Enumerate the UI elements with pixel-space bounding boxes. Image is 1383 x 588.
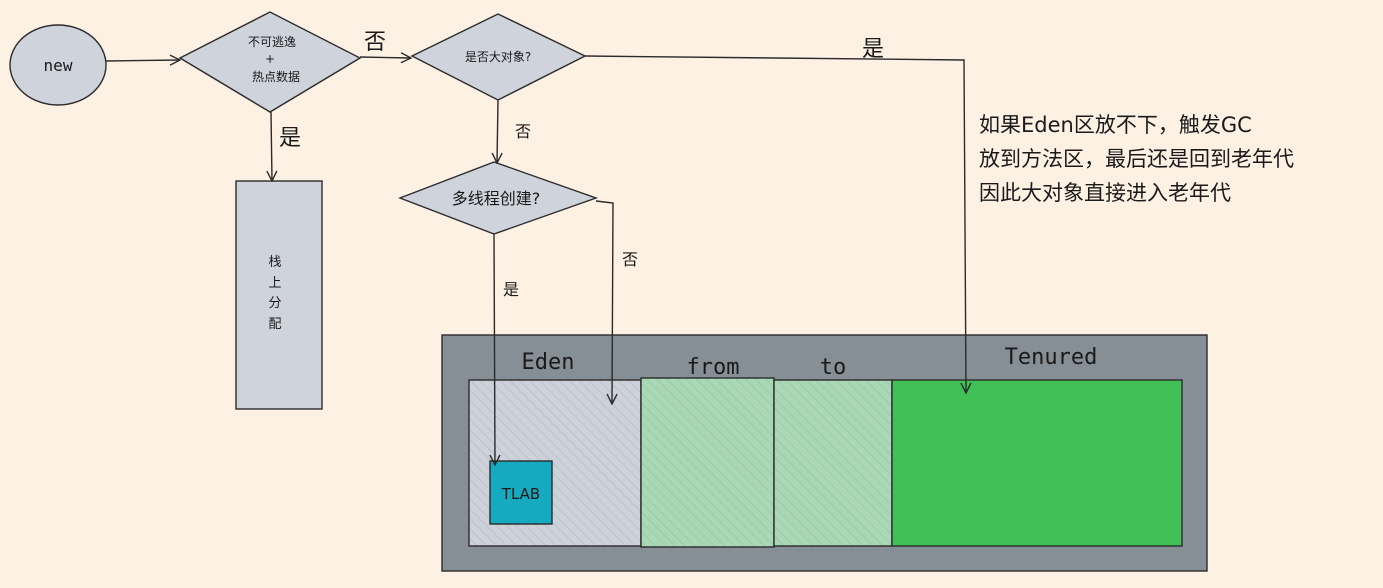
edge-large-yes — [584, 55, 966, 393]
note-line-2: 放到方法区，最后还是回到老年代 — [979, 147, 1294, 171]
escape-check-line1: 不可逃逸 — [248, 35, 296, 49]
edge-large-no — [497, 99, 498, 163]
edge-multithread-no — [595, 200, 613, 404]
to-region — [773, 379, 893, 547]
stack-alloc-char-1: 栈 — [268, 255, 281, 270]
edge-label-multithread-yes: 是 — [503, 280, 519, 299]
from-region — [640, 377, 775, 548]
edge-new-to-escape — [105, 60, 180, 61]
note-line-1: 如果Eden区放不下，触发GC — [979, 113, 1252, 137]
edge-label-multithread-no: 否 — [622, 250, 638, 269]
tlab-box — [489, 460, 553, 525]
stack-alloc-box — [235, 180, 323, 410]
edge-label-escape-no: 否 — [364, 30, 386, 55]
edge-label-large-yes: 是 — [862, 37, 884, 62]
to-label: to — [820, 355, 847, 380]
eden-label: Eden — [522, 350, 575, 375]
tenured-label: Tenured — [1005, 345, 1098, 370]
note-line-3: 因此大对象直接进入老年代 — [979, 181, 1231, 205]
stack-alloc-char-2: 上 — [268, 276, 281, 291]
escape-check-line2: + — [265, 52, 275, 66]
edge-label-large-no: 否 — [515, 122, 531, 141]
multithread-label: 多线程创建? — [452, 189, 541, 208]
start-node — [9, 24, 107, 106]
edge-multithread-yes — [494, 233, 495, 465]
tenured-region — [891, 379, 1183, 547]
from-label: from — [687, 355, 740, 380]
escape-check-diamond — [178, 11, 362, 113]
start-node-label: new — [44, 56, 73, 75]
edge-escape-no — [359, 57, 411, 58]
tlab-label: TLAB — [501, 485, 540, 503]
multithread-diamond — [398, 161, 599, 235]
edge-label-escape-yes: 是 — [279, 126, 301, 151]
escape-check-line3: 热点数据 — [252, 69, 300, 84]
stack-alloc-char-4: 配 — [268, 317, 281, 332]
large-object-label: 是否大对象? — [465, 50, 531, 64]
stack-alloc-char-3: 分 — [268, 296, 281, 311]
edge-escape-yes — [271, 111, 272, 181]
